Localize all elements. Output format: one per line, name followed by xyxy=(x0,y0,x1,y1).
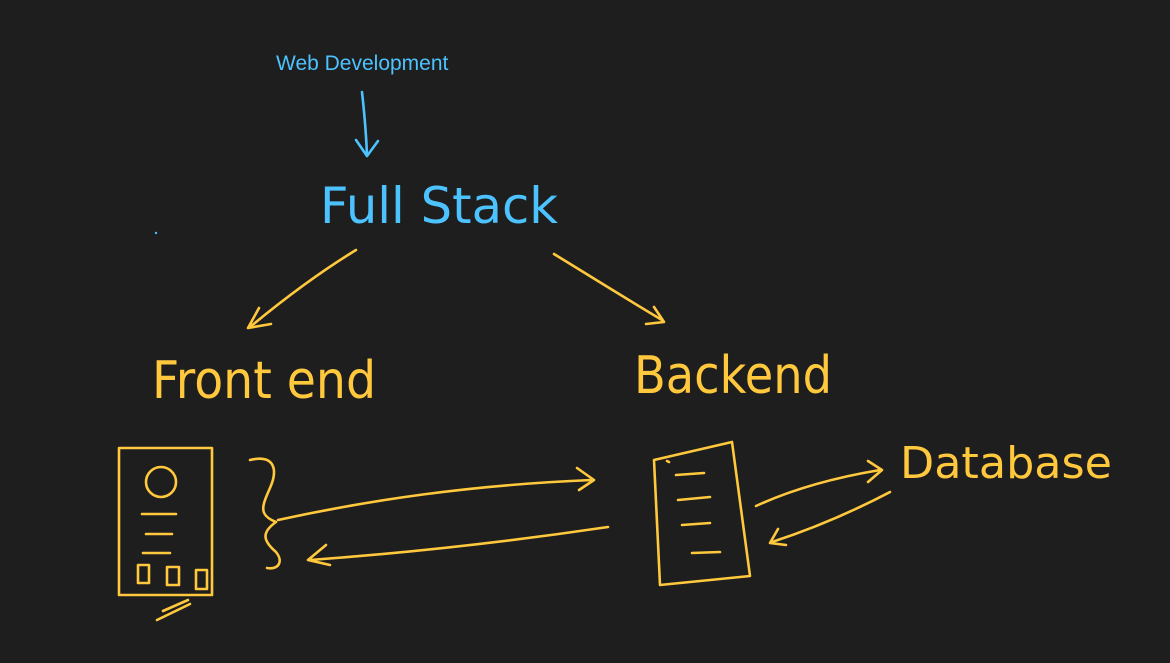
arrow-backend-to-database xyxy=(754,459,884,508)
arrow-database-to-backend xyxy=(768,490,892,547)
phone-wireframe-icon xyxy=(117,446,214,622)
curly-brace xyxy=(248,457,281,570)
stray-dot xyxy=(154,231,158,235)
arrow-backend-to-frontend xyxy=(306,525,610,567)
arrow-title-to-root xyxy=(354,90,380,158)
frontend-label: Front end xyxy=(152,351,376,411)
diagram-title: Web Development xyxy=(276,52,449,75)
root-label: Full Stack xyxy=(320,177,558,235)
arrow-root-to-frontend xyxy=(246,248,358,330)
server-icon xyxy=(652,440,752,587)
arrow-root-to-backend xyxy=(552,252,666,326)
arrow-frontend-to-backend xyxy=(276,466,596,522)
database-label: Database xyxy=(900,438,1112,489)
backend-label: Backend xyxy=(634,346,832,406)
